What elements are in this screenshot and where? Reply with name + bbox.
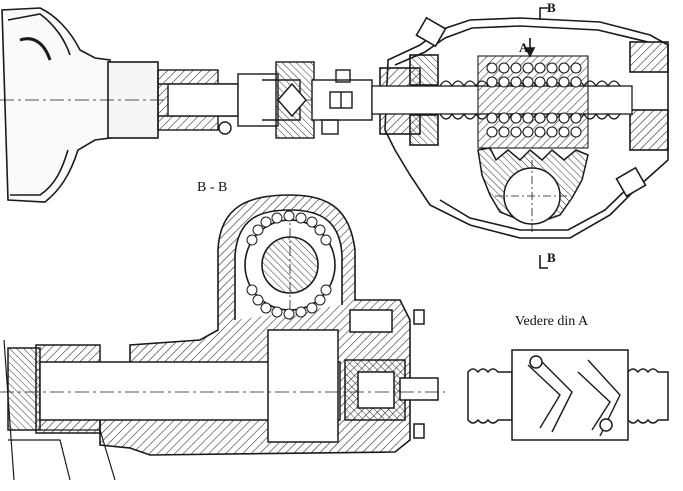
section-markers — [524, 7, 548, 269]
bb-balls — [246, 210, 332, 320]
frame-break-lines — [3, 339, 116, 481]
universal-joint — [218, 61, 373, 139]
steering-column-housing — [1, 7, 159, 203]
output-shaft — [7, 309, 439, 443]
ball-nut — [477, 55, 589, 149]
view-from-a-title: Vedere din A — [515, 314, 589, 329]
view-from-a — [467, 349, 669, 441]
cut-b-bottom-label: B — [547, 250, 556, 265]
arrow-a-label: A — [519, 40, 529, 55]
steering-shaft — [157, 69, 240, 131]
section-bb-title: B - B — [197, 180, 228, 195]
cut-b-top-label: B — [547, 0, 556, 15]
ball-bearings — [486, 62, 582, 138]
ball-return-tubes — [527, 357, 621, 437]
sector-gear — [477, 147, 589, 235]
